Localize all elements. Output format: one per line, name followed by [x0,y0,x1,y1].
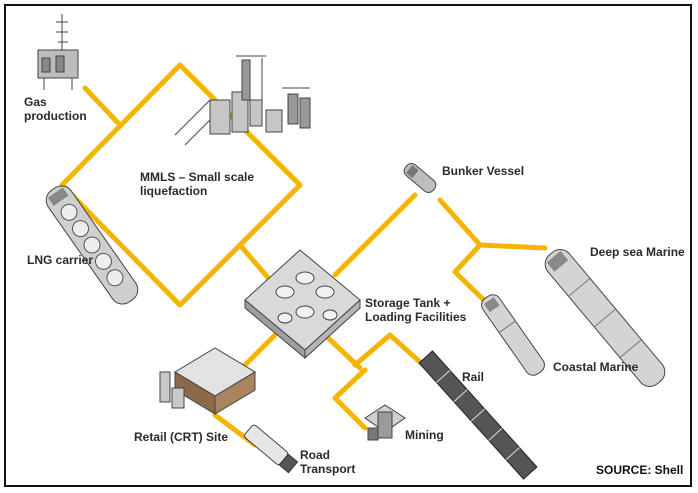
gas-platform-icon [38,14,78,90]
label-gas-line2: production [24,109,87,123]
label-bunker-vessel: Bunker Vessel [442,164,524,178]
coastal-vessel-icon [478,292,547,379]
label-road-transport: Road Transport [300,448,355,476]
connector-storage-to-bunker [335,195,415,275]
label-mmls-line1: MMLS – Small scale [140,170,254,184]
mining-truck-icon [365,405,405,440]
label-coastal-marine: Coastal Marine [553,360,638,374]
label-gas-line1: Gas [24,95,87,109]
source-credit: SOURCE: Shell [596,463,683,477]
label-mmls-line2: liquefaction [140,184,254,198]
road-truck-icon [243,424,298,474]
bunker-vessel-icon [402,161,439,195]
label-mmls: MMLS – Small scale liquefaction [140,170,254,198]
connector-diamond-to-storage [240,245,270,280]
label-storage-line2: Loading Facilities [365,310,466,324]
label-retail: Retail (CRT) Site [134,430,228,444]
connector-bunker-to-marine [440,200,545,248]
connector-mining [335,370,365,428]
label-mining: Mining [405,428,444,442]
label-lng-carrier: LNG carrier [27,253,93,267]
label-gas-production: Gas production [24,95,87,123]
liquefaction-plant-icon [175,56,310,145]
label-storage-line1: Storage Tank + [365,296,466,310]
label-road-line1: Road [300,448,355,462]
label-storage: Storage Tank + Loading Facilities [365,296,466,324]
connector-storage-to-retail [245,335,275,365]
label-road-line2: Transport [300,462,355,476]
label-deep-sea-marine: Deep sea Marine [590,245,685,259]
retail-site-icon [160,348,255,414]
lng-carrier-icon [42,181,143,308]
connector-gas-to-diamond [85,88,120,125]
label-rail: Rail [462,370,484,384]
